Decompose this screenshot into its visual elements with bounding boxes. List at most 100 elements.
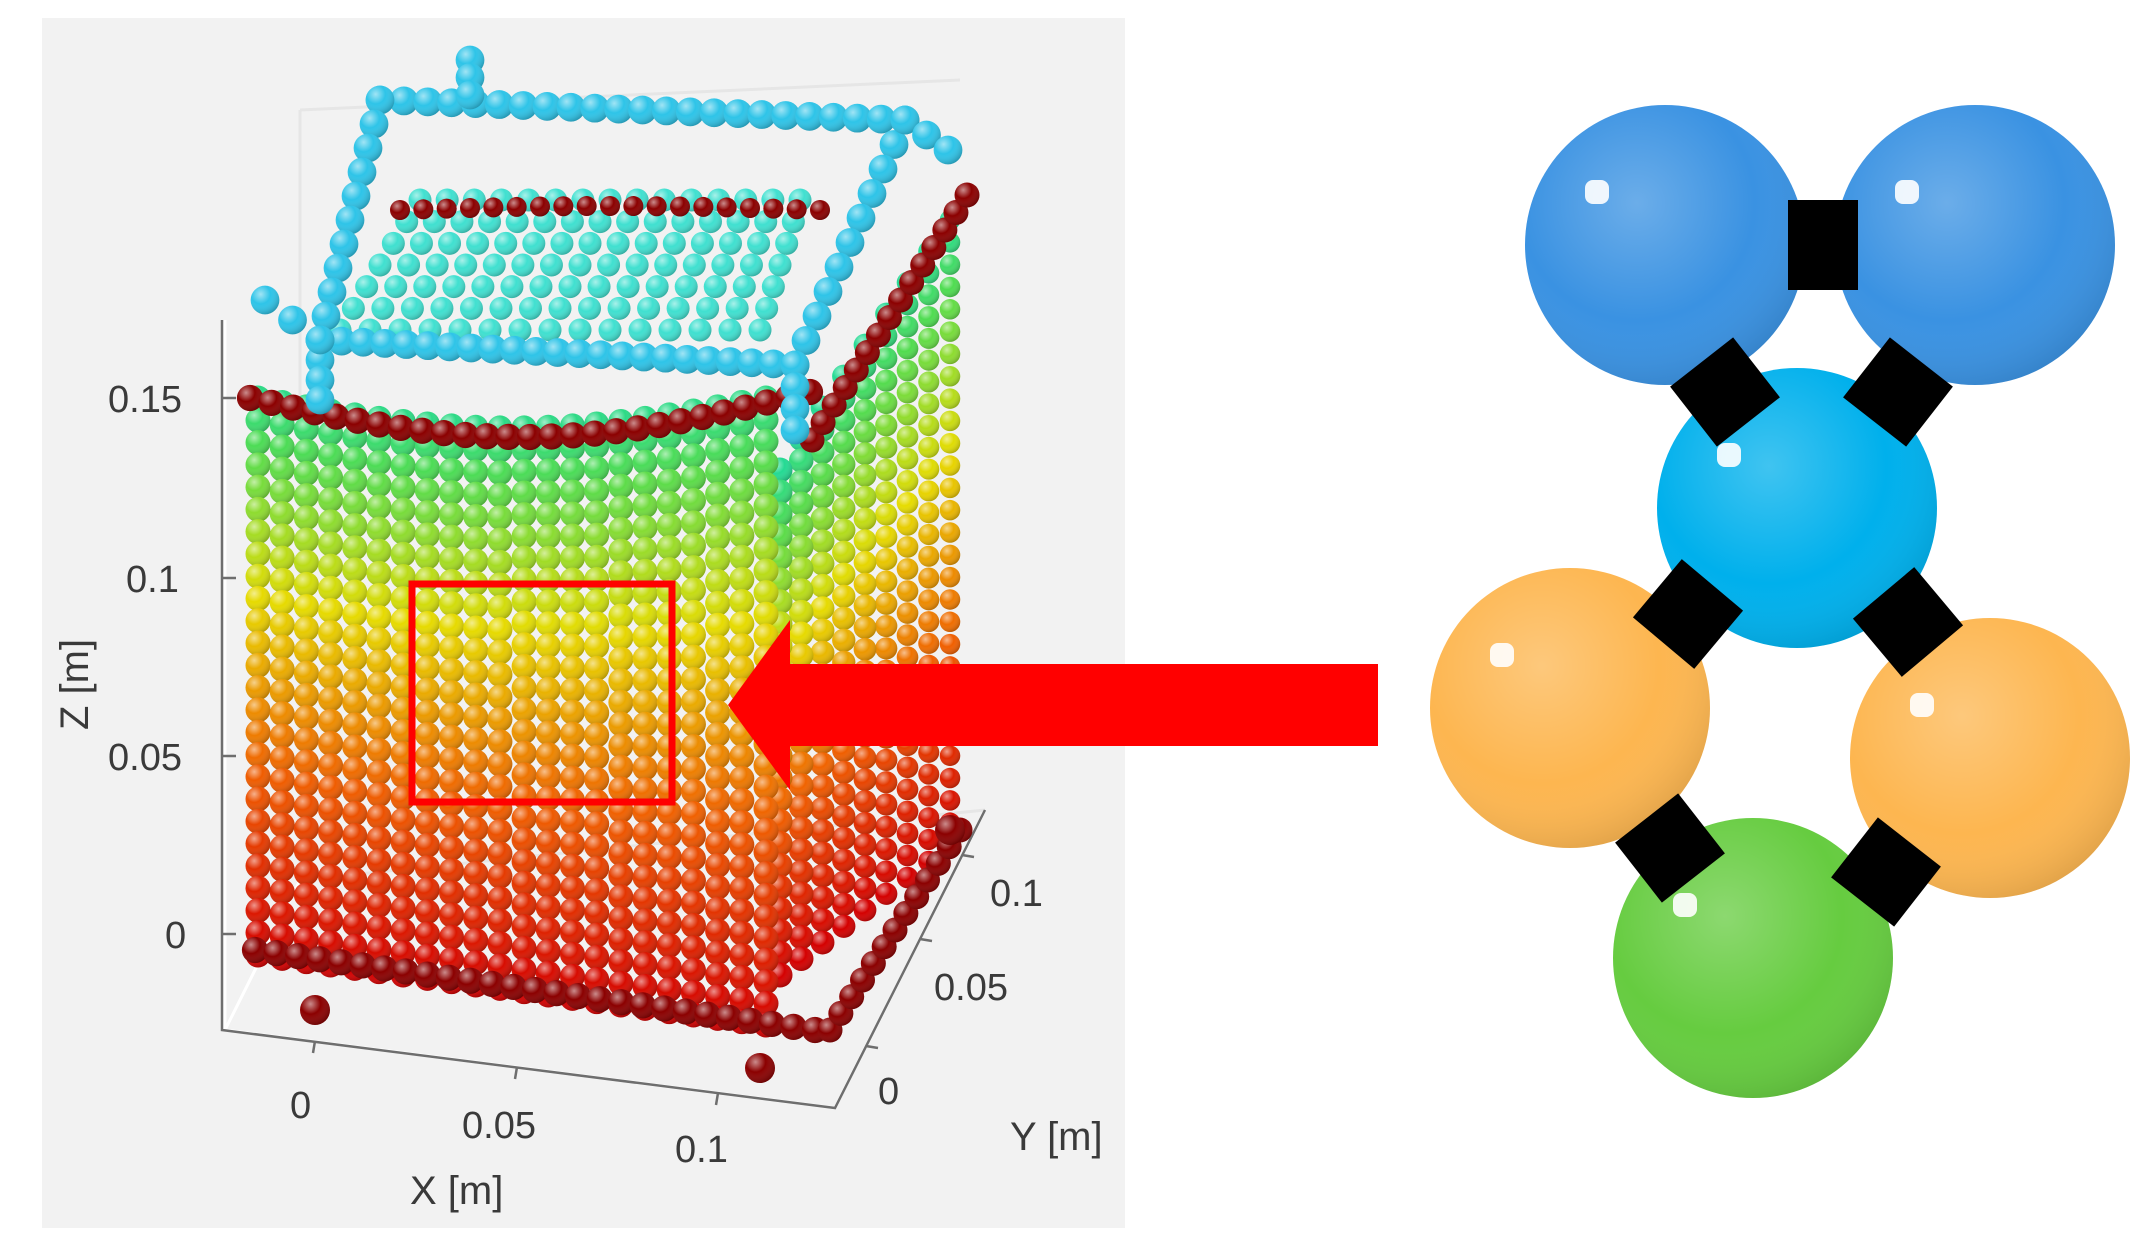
front-face-bead <box>293 705 319 731</box>
side-face-bead <box>810 796 835 821</box>
front-face-bead <box>729 810 755 836</box>
front-face-bead <box>511 762 537 788</box>
front-face-bead <box>559 523 585 549</box>
rim-bead <box>581 420 608 447</box>
front-face-bead <box>463 727 489 753</box>
front-face-bead <box>439 813 465 839</box>
z-tick-0: 0 <box>165 915 186 957</box>
top-surface-bead <box>748 318 772 342</box>
frame-bead <box>305 385 335 415</box>
front-face-bead <box>342 446 368 472</box>
front-face-bead <box>608 560 634 586</box>
front-face-bead <box>366 892 392 918</box>
front-face-bead <box>753 601 779 627</box>
top-surface-bead <box>489 296 513 320</box>
front-face-bead <box>487 639 513 665</box>
front-face-bead <box>366 848 392 874</box>
front-face-bead <box>342 889 368 915</box>
side-face-bead <box>810 885 835 910</box>
top-surface-bead <box>494 231 518 255</box>
front-face-bead <box>293 527 319 553</box>
front-face-bead <box>705 940 731 966</box>
front-face-bead <box>390 918 416 944</box>
front-face-bead <box>245 496 271 522</box>
top-surface-bead <box>538 318 562 342</box>
rim-bead <box>693 196 714 217</box>
front-face-bead <box>584 567 610 593</box>
front-face-bead <box>245 608 271 634</box>
front-face-bead <box>632 624 658 650</box>
side-face-bead <box>853 464 877 487</box>
rim-bead <box>586 986 613 1013</box>
front-face-bead <box>390 475 416 501</box>
top-surface-bead <box>666 296 690 320</box>
rim-bead <box>780 1013 807 1041</box>
side-face-bead <box>875 570 898 593</box>
front-face-bead <box>390 873 416 899</box>
front-face-bead <box>439 902 465 928</box>
frame-bead <box>629 342 659 372</box>
top-surface-bead <box>397 253 421 277</box>
front-face-bead <box>729 566 755 592</box>
front-face-bead <box>511 480 537 506</box>
bond-top <box>1788 200 1858 290</box>
front-face-bead <box>318 487 344 513</box>
rim-bead <box>763 198 784 219</box>
front-face-bead <box>729 500 755 526</box>
front-face-bead <box>729 434 755 460</box>
front-face-bead <box>680 555 706 581</box>
front-face-bead <box>753 580 779 606</box>
y-axis-title: Y [m] <box>1010 1115 1103 1159</box>
front-face-bead <box>753 861 779 887</box>
top-surface-bead <box>500 275 524 299</box>
side-face-bead <box>810 819 835 843</box>
front-face-bead <box>245 519 271 545</box>
front-face-bead <box>680 890 706 916</box>
side-face-bead <box>789 491 814 516</box>
frame-bead <box>580 93 610 123</box>
front-face-bead <box>293 860 319 886</box>
top-surface-bead <box>654 253 678 277</box>
side-face-bead <box>789 751 814 776</box>
front-face-bead <box>366 582 392 608</box>
front-face-bead <box>414 810 440 836</box>
front-face-bead <box>269 523 295 549</box>
front-face-bead <box>705 874 731 900</box>
side-face-bead <box>810 618 835 643</box>
side-face-bead <box>939 410 961 432</box>
front-face-bead <box>608 776 634 802</box>
rim-bead <box>409 417 436 444</box>
front-face-bead <box>463 637 489 663</box>
front-face-bead <box>632 886 658 912</box>
beads <box>1430 105 2130 1098</box>
front-face-bead <box>608 927 634 953</box>
rim-bead <box>694 1001 721 1028</box>
side-face-bead <box>789 773 814 798</box>
front-face-bead <box>245 741 271 767</box>
top-surface-bead <box>355 275 379 299</box>
tick-marks <box>222 396 975 1106</box>
front-face-bead <box>535 523 561 549</box>
front-face-bead <box>729 898 755 924</box>
front-face-bead <box>342 778 368 804</box>
front-face-bead <box>632 864 658 890</box>
top-surface-bead <box>550 231 574 255</box>
frame-bead <box>359 109 389 139</box>
rim-bead <box>387 414 414 441</box>
side-face-bead <box>832 474 856 498</box>
rim-bead <box>608 989 635 1016</box>
front-face-bead <box>584 544 610 570</box>
side-face-bead <box>875 503 898 526</box>
side-face-bead <box>810 529 835 554</box>
front-face-bead <box>535 502 561 528</box>
frame-bead <box>933 135 963 165</box>
front-face-bead <box>487 751 513 777</box>
side-face-bead <box>875 614 898 638</box>
front-face-bead <box>705 656 731 682</box>
front-face-bead <box>584 611 610 637</box>
rim-bead <box>667 408 694 435</box>
front-face-bead <box>559 875 585 901</box>
front-face-bead <box>584 633 610 659</box>
side-face-bead <box>918 327 940 349</box>
frame-bead <box>842 103 872 133</box>
